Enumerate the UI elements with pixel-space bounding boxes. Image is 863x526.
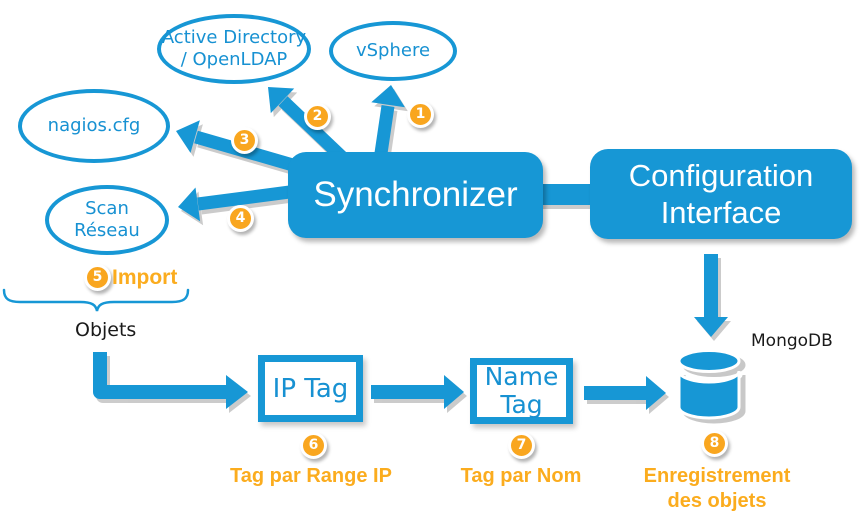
node-label: Synchronizer — [313, 175, 518, 214]
node-label: nagios.cfg — [47, 115, 141, 136]
mongodb-label: MongoDB — [751, 331, 833, 351]
step-badge-5: 5 — [84, 264, 111, 291]
node-synchronizer: Synchronizer — [288, 152, 543, 238]
step-badge-2: 2 — [304, 103, 331, 130]
import-label: Import — [112, 266, 178, 289]
step-badge-6: 6 — [300, 432, 327, 459]
node-label: / OpenLDAP — [180, 49, 288, 70]
node-label: Tag — [500, 390, 543, 419]
step-badge-7: 7 — [508, 432, 535, 459]
enregistrement-label: Enregistrement des objets — [627, 464, 807, 514]
database-icon — [677, 349, 746, 424]
step-badge-3: 3 — [231, 127, 258, 154]
objets-label: Objets — [75, 319, 137, 341]
node-label: vSphere — [355, 40, 431, 61]
node-scan-reseau: Scan Réseau — [45, 185, 169, 255]
node-active-directory: Active Directory / OpenLDAP — [157, 14, 311, 84]
node-label: Name — [484, 362, 559, 391]
node-nagios-cfg: nagios.cfg — [18, 89, 170, 163]
node-label: Active Directory — [161, 27, 307, 48]
step-badge-8: 8 — [701, 430, 728, 457]
step-badge-4: 4 — [227, 205, 254, 232]
node-label: Réseau — [74, 220, 140, 241]
node-vsphere: vSphere — [329, 21, 457, 81]
node-configuration-interface: Configuration Interface — [590, 149, 852, 239]
node-ip-tag: IP Tag — [258, 355, 363, 422]
node-label: Scan — [85, 198, 129, 219]
node-label: Configuration — [628, 158, 814, 193]
tag-par-nom-label: Tag par Nom — [460, 465, 582, 487]
node-label: IP Tag — [272, 373, 349, 404]
tag-par-range-ip-label: Tag par Range IP — [230, 465, 392, 487]
enregistrement-line1: Enregistrement — [643, 465, 791, 487]
step-badge-1: 1 — [407, 101, 434, 128]
node-label: Interface — [660, 195, 782, 230]
enregistrement-line2: des objets — [667, 490, 767, 512]
arrows — [100, 85, 728, 410]
import-brace — [2, 288, 190, 312]
node-name-tag: Name Tag — [470, 358, 573, 424]
